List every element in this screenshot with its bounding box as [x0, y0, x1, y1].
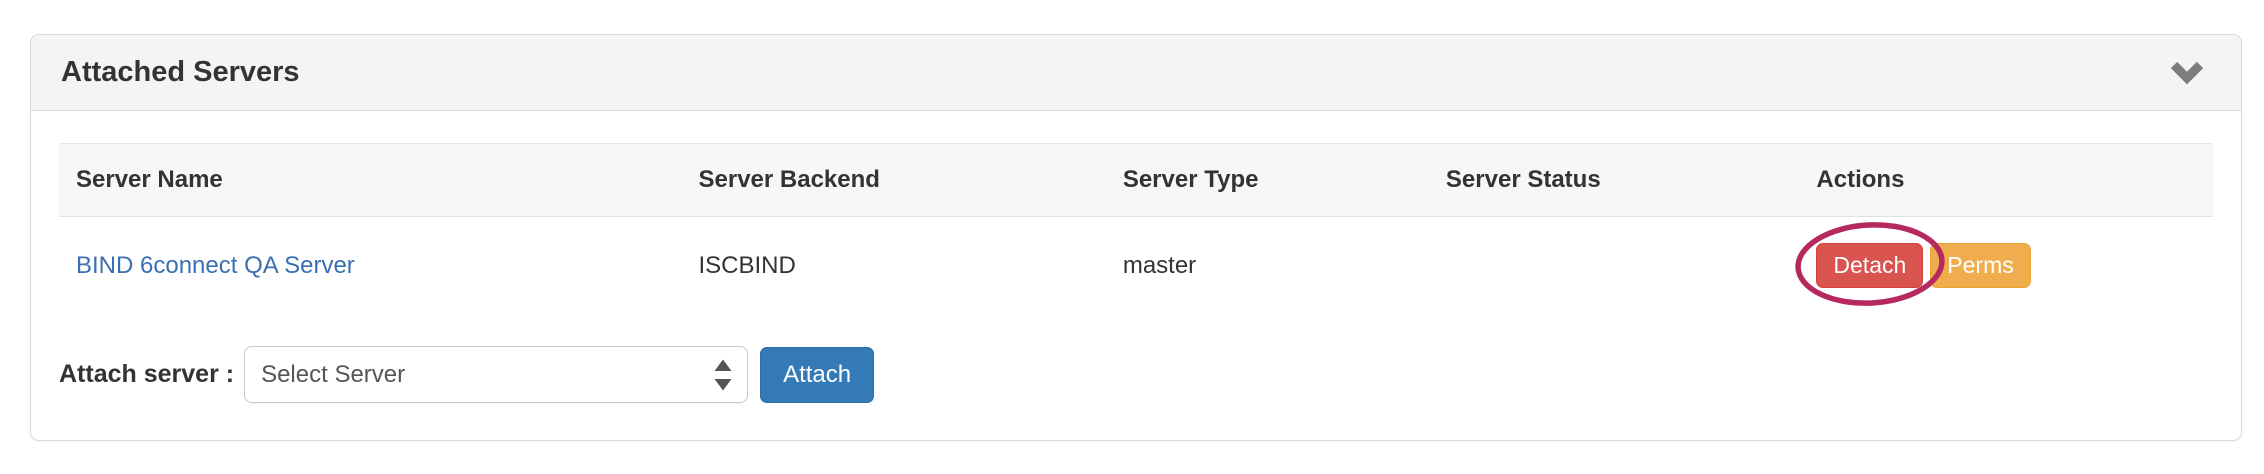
actions-cell: Detach Perms: [1795, 217, 2213, 317]
column-header-server-type: Server Type: [1105, 143, 1429, 217]
column-header-server-status: Server Status: [1428, 143, 1800, 217]
column-header-server-name: Server Name: [59, 143, 682, 217]
chevron-down-icon[interactable]: [2169, 59, 2205, 87]
table-row: BIND 6connect QA Server ISCBIND master D…: [59, 217, 2213, 317]
server-type-cell: master: [1122, 251, 1197, 279]
detach-button-wrap: Detach: [1795, 221, 1945, 306]
column-header-server-backend: Server Backend: [681, 143, 1106, 217]
server-name-cell: BIND 6connect QA Server: [59, 217, 682, 317]
panel-body: Server Name Server Backend Server Type S…: [31, 111, 2241, 403]
attached-servers-panel: Attached Servers Server Name Server Back…: [30, 34, 2242, 441]
attach-server-label: Attach server :: [59, 360, 235, 388]
attach-button[interactable]: Attach: [760, 346, 875, 403]
attached-servers-table: Server Name Server Backend Server Type S…: [59, 143, 2213, 316]
attach-server-form: Attach server : Select Server Attach: [59, 346, 2213, 403]
server-name-link[interactable]: BIND 6connect QA Server: [76, 251, 355, 279]
server-backend-cell: ISCBIND: [698, 251, 796, 279]
detach-button[interactable]: Detach: [1816, 243, 1924, 288]
panel-title: Attached Servers: [61, 56, 300, 88]
column-header-actions: Actions: [1799, 143, 2213, 217]
server-select[interactable]: Select Server: [244, 346, 749, 403]
panel-header: Attached Servers: [31, 35, 2241, 111]
server-select-wrap: Select Server: [244, 346, 749, 403]
perms-button[interactable]: Perms: [1930, 243, 2031, 288]
table-header-row: Server Name Server Backend Server Type S…: [59, 143, 2213, 217]
server-status-cell: [1429, 217, 1799, 317]
